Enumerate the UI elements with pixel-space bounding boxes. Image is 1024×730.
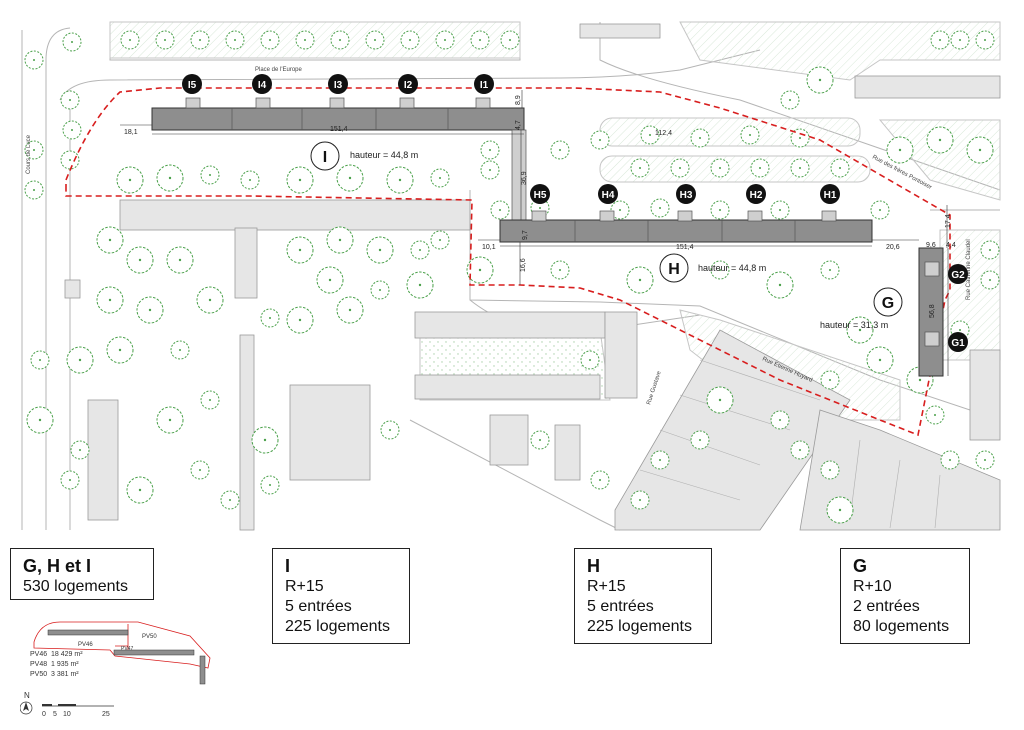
card-levels: R+15 <box>587 578 626 595</box>
dim-gap-ih: 36,9 <box>521 171 528 185</box>
site-boundary <box>65 87 951 437</box>
entrance-h3: H3 <box>680 190 693 201</box>
dim-h-length: 151,4 <box>676 244 694 251</box>
legend-plot-pv47: PV47 <box>121 646 133 652</box>
dim-i-left: 18,1 <box>124 129 138 136</box>
entrance-h5: H5 <box>534 190 547 201</box>
dim-g-side: 4,4 <box>946 242 956 249</box>
area-plot: PV50 <box>30 671 48 678</box>
building-g <box>918 247 944 377</box>
legend-building-h <box>113 649 195 656</box>
entrance-i1: I1 <box>480 80 489 91</box>
scale-25: 25 <box>102 711 110 718</box>
area-value: 1 935 m² <box>51 661 79 668</box>
building-label-g: G <box>882 295 894 312</box>
legend-plot-pv46: PV46 <box>78 642 93 648</box>
card-units: 80 logements <box>853 618 950 635</box>
building-labels: I hauteur = 44,8 m H hauteur = 44,8 m G … <box>310 141 903 330</box>
dim-g-width: 9,6 <box>926 242 936 249</box>
entrance-i4: I4 <box>258 80 267 91</box>
card-levels: R+15 <box>285 578 324 595</box>
entrance-h4: H4 <box>602 190 615 201</box>
card-entrances: 5 entrées <box>587 598 654 615</box>
entrance-i3: I3 <box>334 80 343 91</box>
scale-0: 0 <box>42 711 46 718</box>
card-entrances: 5 entrées <box>285 598 352 615</box>
area-value: 18 429 m² <box>51 651 83 658</box>
summary-count: 530 logements <box>23 578 128 595</box>
label-cours-luce: Cours de Luce <box>26 134 32 174</box>
entrance-i2: I2 <box>404 80 413 91</box>
legend-plot-pv50: PV50 <box>142 634 157 640</box>
dim-i-depth: 8,9 <box>515 95 522 105</box>
height-h: hauteur = 44,8 m <box>698 263 766 273</box>
legend-divider <box>115 624 129 654</box>
legend-north: N <box>24 691 30 700</box>
legend-area-row: PV46 18 429 m² <box>30 651 83 658</box>
card-title: G <box>853 556 868 576</box>
card-building-i: I R+15 5 entrées 225 logements <box>272 548 410 644</box>
scale-10: 10 <box>63 711 71 718</box>
dim-h-left: 10,1 <box>482 244 496 251</box>
dim-h-depth: 9,7 <box>522 230 529 240</box>
dim-g-length: 56,8 <box>929 304 936 318</box>
dim-i-small: 4,7 <box>515 120 522 130</box>
dimension-lines <box>120 90 949 376</box>
entrance-h2: H2 <box>750 190 763 201</box>
card-units: 225 logements <box>285 618 390 635</box>
dim-parking: 112,4 <box>655 130 672 137</box>
scale-5: 5 <box>53 711 57 718</box>
area-plot: PV48 <box>30 661 48 668</box>
area-plot: PV46 <box>30 651 48 658</box>
label-place-europe: Place de l'Europe <box>255 67 303 73</box>
card-building-h: H R+15 5 entrées 225 logements <box>574 548 712 644</box>
area-value: 3 381 m² <box>51 671 79 678</box>
legend-plot-outline <box>33 621 211 669</box>
entrance-g2: G2 <box>951 270 965 281</box>
entrance-i5: I5 <box>188 80 197 91</box>
entrances-g: G2 G1 <box>948 264 968 352</box>
entrance-g1: G1 <box>951 338 965 349</box>
card-units: 225 logements <box>587 618 692 635</box>
card-title: H <box>587 556 600 576</box>
summary-card: G, H et I 530 logements <box>10 548 154 600</box>
summary-title: G, H et I <box>23 556 92 576</box>
card-entrances: 2 entrées <box>853 598 920 615</box>
entrances-i: I5 I4 I3 I2 I1 <box>182 74 494 94</box>
height-i: hauteur = 44,8 m <box>350 150 418 160</box>
dim-h-right: 20,6 <box>886 244 900 251</box>
legend-area-row: PV50 3 381 m² <box>30 671 79 678</box>
legend-minimap: PV46 PV47 PV50 N 0 5 10 25 <box>20 621 211 718</box>
card-building-g: G R+10 2 entrées 80 logements <box>840 548 970 644</box>
dim-h-below: 16,6 <box>520 258 527 272</box>
legend-building-i <box>47 629 129 636</box>
label-rue-gustave: Rue Gustave <box>646 370 663 406</box>
legend-building-g <box>199 655 206 685</box>
entrances-h: H5 H4 H3 H2 H1 <box>530 184 840 204</box>
label-rue-catherine: Rue Catherine Claudel <box>966 239 972 300</box>
height-g: hauteur = 31,3 m <box>820 320 888 330</box>
legend-area-row: PV48 1 935 m² <box>30 661 79 668</box>
building-label-h: H <box>668 261 680 278</box>
site-plan-map: 151,4 18,1 8,9 4,7 36,9 151,4 10,1 9,7 1… <box>21 21 1001 531</box>
card-levels: R+10 <box>853 578 892 595</box>
dim-i-length: 151,4 <box>330 126 348 133</box>
building-label-i: I <box>323 149 327 166</box>
building-i <box>151 97 527 221</box>
entrance-h1: H1 <box>824 190 837 201</box>
dim-g-top: 17,4 <box>945 214 952 228</box>
building-h <box>499 210 873 243</box>
existing-buildings <box>64 23 1001 531</box>
card-title: I <box>285 556 291 576</box>
